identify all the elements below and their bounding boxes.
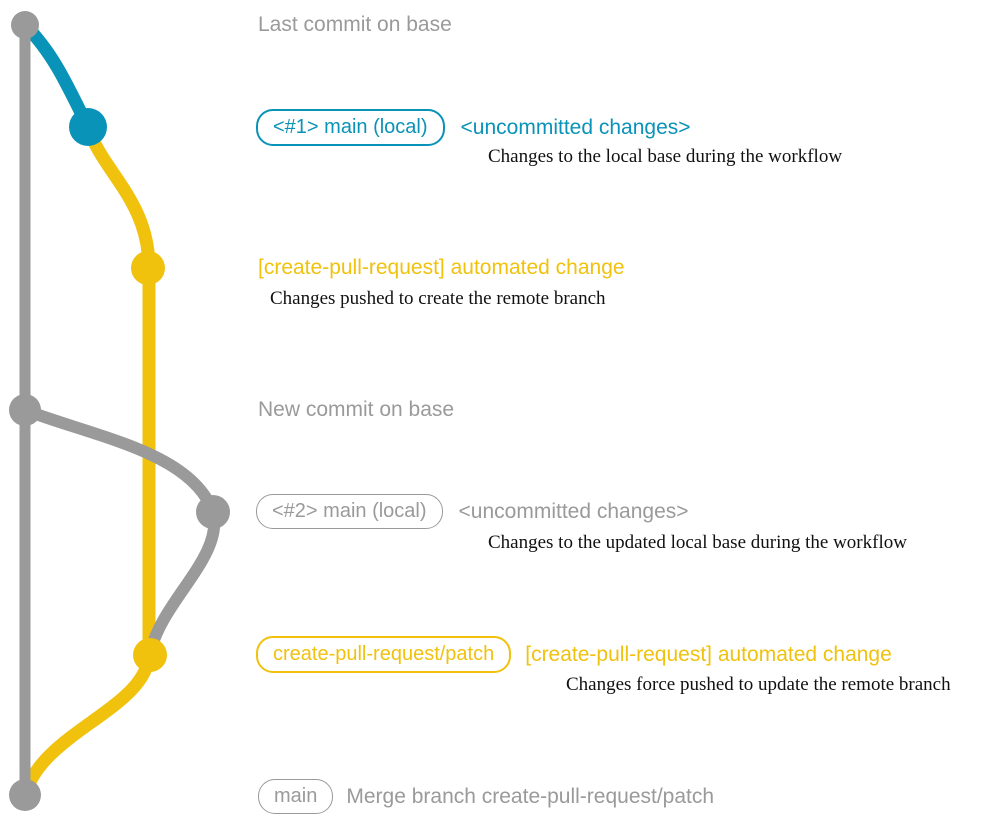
desc-automated-change-1: Changes pushed to create the remote bran… <box>270 288 606 309</box>
badge-patch-branch: create-pull-request/patch <box>256 636 512 673</box>
status-uncommitted-1: <uncommitted changes> <box>460 115 691 139</box>
title-automated-change-2: [create-pull-request] automated change <box>525 642 892 666</box>
badge-main-local-1: <#1> main (local) <box>256 109 445 146</box>
patch-branch-line <box>19 120 156 799</box>
commit-dot-new-base <box>9 394 41 426</box>
desc-automated-change-2: Changes force pushed to update the remot… <box>566 674 951 695</box>
label-last-commit: Last commit on base <box>258 13 452 36</box>
title-automated-change-1: [create-pull-request] automated change <box>258 256 625 279</box>
badge-main: main <box>258 779 334 814</box>
uncommitted-2-curve <box>19 404 221 656</box>
badge-main-local-2: <#2> main (local) <box>256 494 443 529</box>
desc-uncommitted-2: Changes to the updated local base during… <box>488 532 907 553</box>
desc-uncommitted-1: Changes to the local base during the wor… <box>488 146 843 167</box>
commit-dot-uncommitted-1 <box>69 108 107 146</box>
row-automated-change-2: create-pull-request/patch [create-pull-r… <box>256 636 892 673</box>
commit-dot-automated-change-2 <box>133 638 167 672</box>
commit-dot-automated-change-1 <box>131 251 165 285</box>
row-merge: main Merge branch create-pull-request/pa… <box>258 779 714 814</box>
label-new-commit: New commit on base <box>258 398 455 421</box>
commit-dot-uncommitted-2 <box>196 495 230 529</box>
commit-dot-last-base <box>11 11 39 39</box>
label-merge-commit: Merge branch create-pull-request/patch <box>346 784 715 808</box>
row-uncommitted-1: <#1> main (local) <uncommitted changes> <box>256 109 691 146</box>
status-uncommitted-2: <uncommitted changes> <box>458 499 689 523</box>
commit-dot-merge <box>9 779 41 811</box>
row-uncommitted-2: <#2> main (local) <uncommitted changes> <box>256 494 689 529</box>
